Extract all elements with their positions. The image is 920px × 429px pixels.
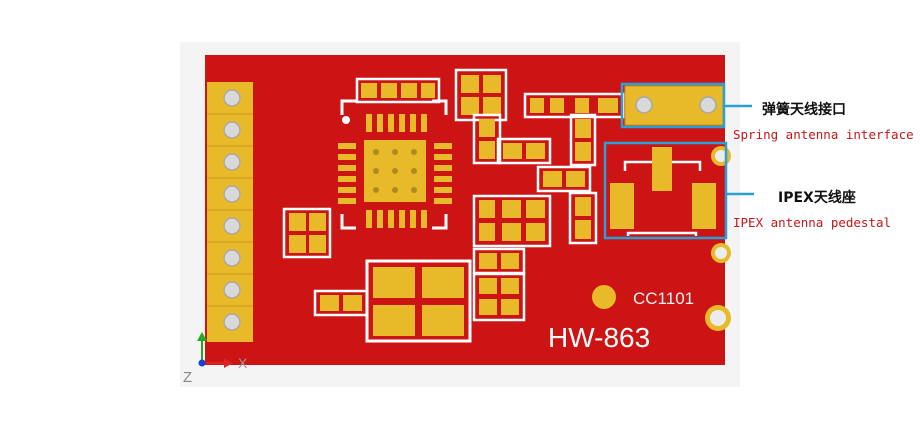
- fiducial-mark: [592, 285, 616, 309]
- header-pin-hole: [223, 217, 241, 235]
- spring-label-en: Spring antenna interface: [733, 127, 914, 142]
- passive-components: [282, 68, 625, 343]
- spring-label-cn: 弹簧天线接口: [762, 102, 846, 118]
- header-pin-hole: [223, 313, 241, 331]
- header-pin-hole: [223, 89, 241, 107]
- axis-triad: [197, 332, 233, 368]
- ipex-callout-box: [603, 141, 728, 240]
- header-pin-hole: [223, 185, 241, 203]
- spring-antenna-pad: [624, 85, 724, 126]
- chip-label: CC1101: [633, 289, 695, 308]
- header-pin-hole: [223, 121, 241, 139]
- header-strip: [207, 82, 253, 342]
- pin1-marker: [342, 116, 350, 124]
- ipex-pedestal: [610, 147, 716, 236]
- model-label: HW-863: [548, 322, 651, 353]
- header-pin-hole: [223, 281, 241, 299]
- header-pin-hole: [223, 249, 241, 267]
- callouts: [603, 82, 754, 240]
- header-pin-hole: [223, 153, 241, 171]
- qfn-chip: [338, 99, 452, 230]
- axis-z-label: Z: [183, 369, 193, 386]
- axis-x-label: X: [238, 355, 248, 371]
- header-pins: [207, 82, 253, 342]
- ipex-label-en: IPEX antenna pedestal: [733, 215, 892, 230]
- ipex-label-cn: IPEX天线座: [778, 190, 856, 206]
